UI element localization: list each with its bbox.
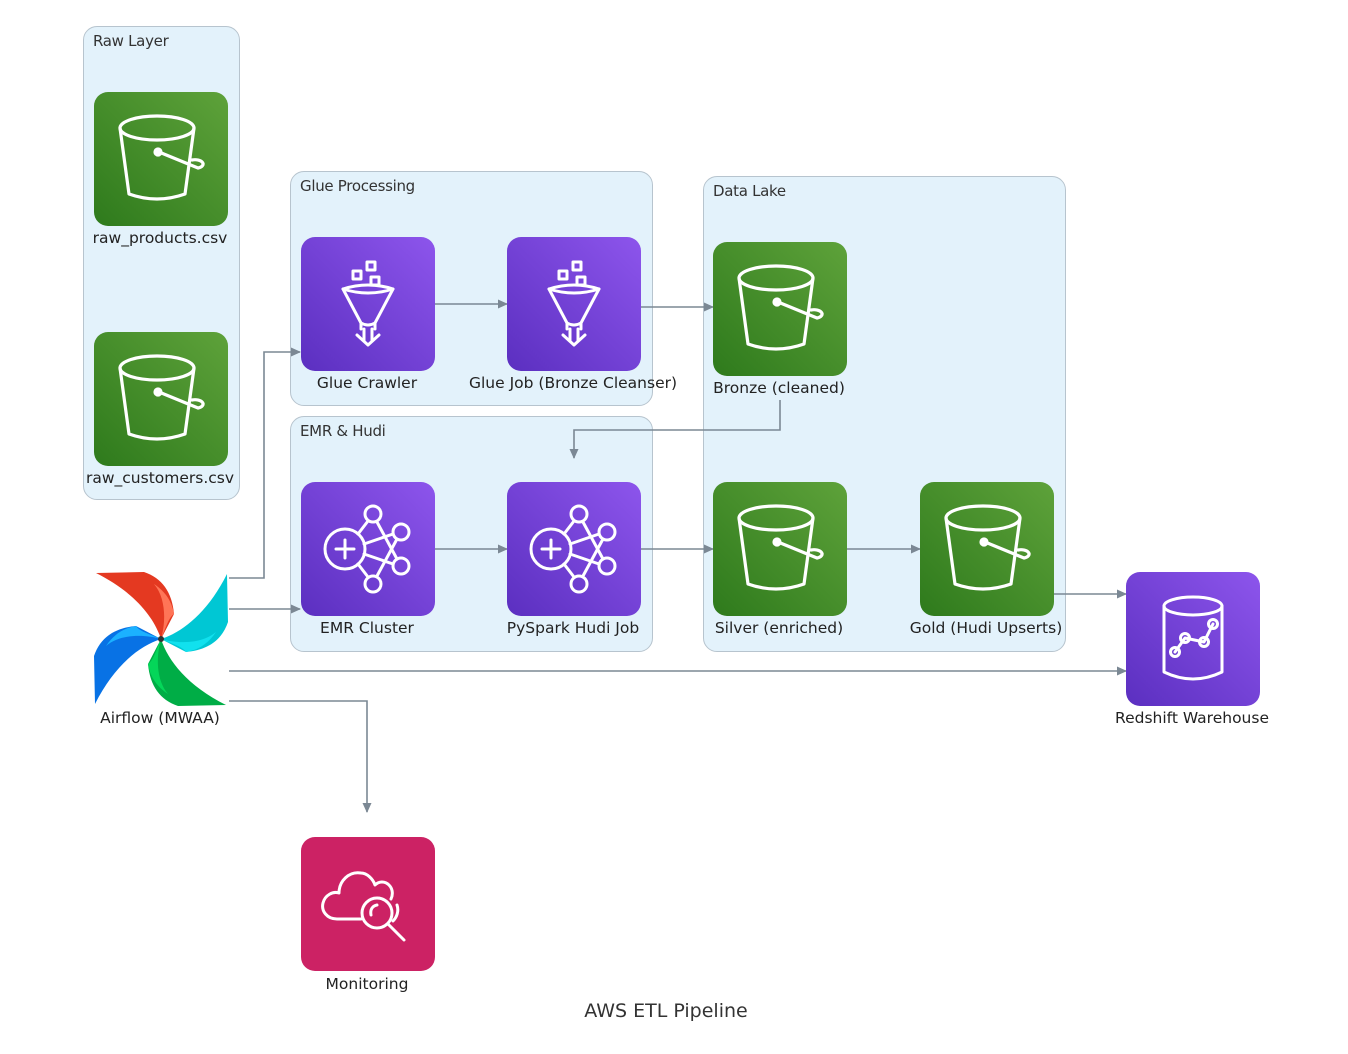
node-label: Silver (enriched) bbox=[714, 619, 844, 637]
node-silver[interactable] bbox=[713, 482, 847, 616]
emr-cluster-icon bbox=[323, 504, 411, 594]
node-emr-cluster[interactable] bbox=[301, 482, 435, 616]
node-pyspark-job[interactable] bbox=[507, 482, 641, 616]
node-label: Airflow (MWAA) bbox=[100, 709, 220, 727]
node-label: PySpark Hudi Job bbox=[506, 619, 640, 637]
cloudwatch-icon bbox=[321, 871, 406, 942]
s3-bucket-icon bbox=[118, 114, 205, 201]
node-glue-job[interactable] bbox=[507, 237, 641, 371]
node-raw-products[interactable] bbox=[94, 92, 228, 226]
emr-cluster-icon bbox=[529, 504, 617, 594]
cluster-label: Data Lake bbox=[713, 182, 786, 200]
node-label: Glue Job (Bronze Cleanser) bbox=[468, 374, 678, 392]
node-glue-crawler[interactable] bbox=[301, 237, 435, 371]
node-label: EMR Cluster bbox=[320, 619, 414, 637]
node-gold[interactable] bbox=[920, 482, 1054, 616]
node-label: raw_customers.csv bbox=[85, 469, 235, 487]
s3-bucket-icon bbox=[944, 504, 1031, 591]
node-monitoring[interactable] bbox=[301, 837, 435, 971]
node-label: Monitoring bbox=[325, 975, 409, 993]
glue-funnel-icon bbox=[547, 260, 601, 347]
cluster-label: EMR & Hudi bbox=[300, 422, 386, 440]
node-label: Bronze (cleaned) bbox=[713, 379, 845, 397]
node-raw-customers[interactable] bbox=[94, 332, 228, 466]
cluster-label: Glue Processing bbox=[300, 177, 415, 195]
node-label: Glue Crawler bbox=[316, 374, 418, 392]
s3-bucket-icon bbox=[118, 354, 205, 441]
node-bronze[interactable] bbox=[713, 242, 847, 376]
s3-bucket-icon bbox=[737, 264, 824, 351]
diagram-title: AWS ETL Pipeline bbox=[584, 1000, 748, 1022]
glue-funnel-icon bbox=[341, 260, 395, 347]
node-label: raw_products.csv bbox=[92, 229, 228, 247]
airflow-pinwheel-icon bbox=[94, 572, 228, 706]
edge-airflow-monitoring bbox=[229, 700, 372, 813]
node-redshift[interactable] bbox=[1126, 572, 1260, 706]
redshift-icon bbox=[1162, 595, 1224, 681]
s3-bucket-icon bbox=[737, 504, 824, 591]
cluster-label: Raw Layer bbox=[93, 32, 169, 50]
node-label: Redshift Warehouse bbox=[1115, 709, 1269, 727]
node-label: Gold (Hudi Upserts) bbox=[909, 619, 1063, 637]
node-airflow[interactable] bbox=[94, 572, 228, 706]
